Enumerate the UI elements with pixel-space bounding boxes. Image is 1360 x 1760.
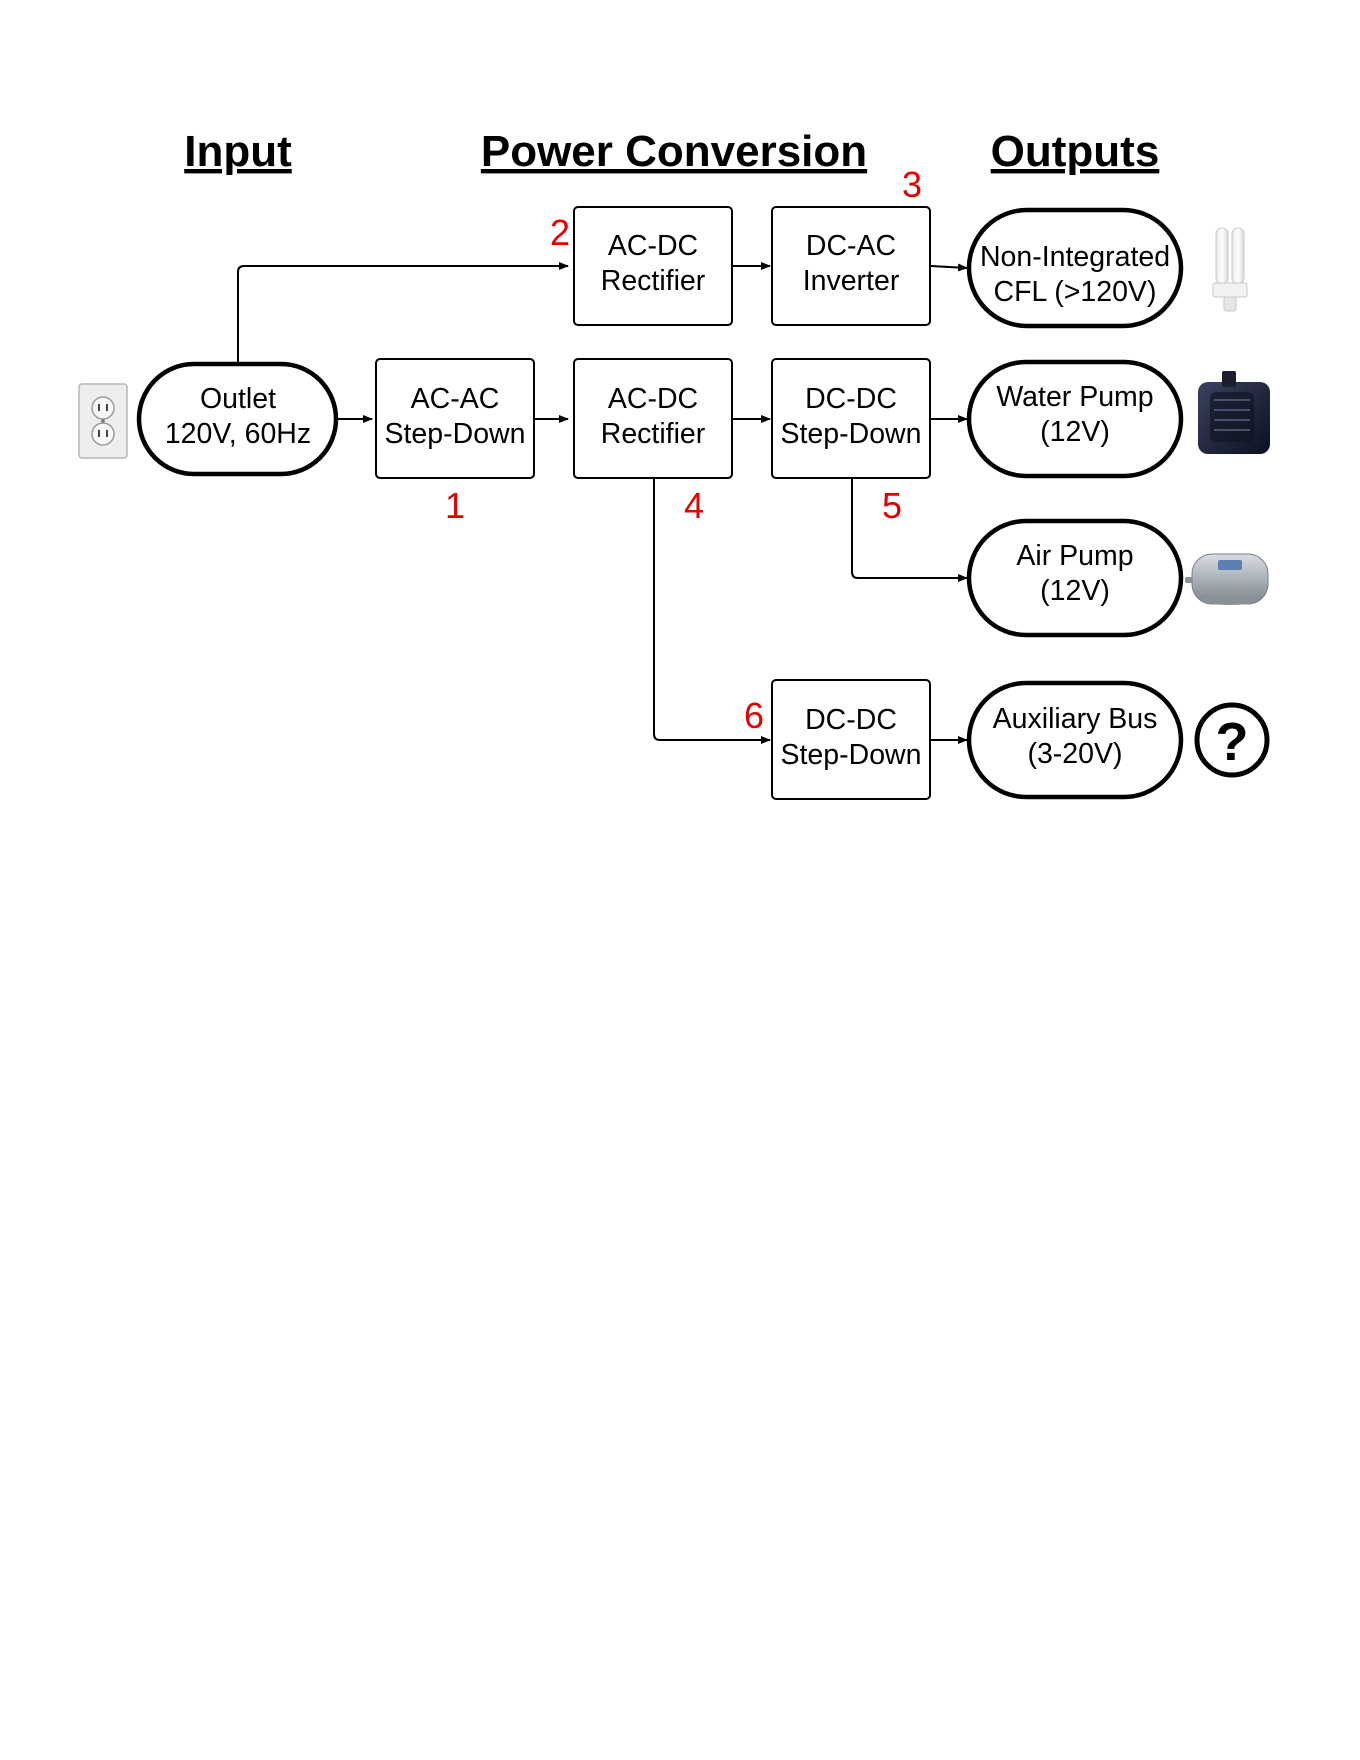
wire-inverter-to-cfl: [930, 263, 968, 272]
wall-outlet-icon: [78, 383, 128, 459]
dc-dc-stepdown-bottom-block: DC-DC Step-Down: [771, 679, 931, 800]
stage-number-3: 3: [902, 164, 922, 205]
header-outputs: Outputs: [991, 127, 1160, 176]
output-air-pump: Air Pump (12V): [966, 518, 1184, 638]
stage-number-5: 5: [882, 485, 902, 526]
dc-dc-stepdown-mid-line2: Step-Down: [781, 418, 922, 450]
output-aux-bus-line2: (3-20V): [1027, 738, 1122, 770]
output-air-pump-line1: Air Pump: [1016, 540, 1133, 572]
output-cfl-line1: Non-Integrated: [980, 241, 1170, 273]
wire-rectifier-mid-to-stepdown-bottom: [653, 479, 771, 744]
output-air-pump-line2: (12V): [1040, 575, 1110, 607]
header-power-conversion: Power Conversion: [481, 127, 867, 176]
output-cfl-line2: CFL (>120V): [994, 276, 1157, 308]
question-mark-icon: ?: [1194, 702, 1270, 778]
dc-ac-inverter-line2: Inverter: [803, 265, 900, 297]
header-input: Input: [184, 127, 292, 176]
outlet-node: Outlet 120V, 60Hz: [136, 361, 339, 477]
stage-number-1: 1: [445, 485, 465, 526]
dc-dc-stepdown-mid-line1: DC-DC: [805, 383, 897, 415]
water-pump-icon: [1198, 371, 1270, 454]
ac-dc-rectifier-top-line2: Rectifier: [601, 265, 706, 297]
air-pump-icon: [1185, 553, 1269, 605]
output-aux-bus-line1: Auxiliary Bus: [993, 703, 1158, 735]
ac-dc-rectifier-mid-block: AC-DC Rectifier: [573, 358, 733, 479]
output-water-pump-line1: Water Pump: [996, 381, 1153, 413]
output-water-pump: Water Pump (12V): [966, 359, 1184, 479]
ac-dc-rectifier-mid-line1: AC-DC: [608, 383, 698, 415]
outlet-label-line1: Outlet: [200, 383, 276, 415]
dc-ac-inverter-block: DC-AC Inverter: [771, 206, 931, 326]
dc-dc-stepdown-bottom-line2: Step-Down: [781, 739, 922, 771]
stage-number-2: 2: [550, 212, 570, 253]
connection-lines: [237, 262, 968, 744]
dc-ac-inverter-line1: DC-AC: [806, 230, 896, 262]
outlet-label-line2: 120V, 60Hz: [165, 418, 311, 450]
cfl-bulb-icon: [1212, 227, 1248, 312]
stage-number-4: 4: [684, 485, 704, 526]
ac-ac-stepdown-block: AC-AC Step-Down: [375, 358, 535, 479]
ac-dc-rectifier-mid-line2: Rectifier: [601, 418, 706, 450]
ac-ac-stepdown-line2: Step-Down: [385, 418, 526, 450]
question-mark-glyph: ?: [1216, 712, 1249, 772]
stage-number-6: 6: [744, 695, 764, 736]
output-cfl: Non-Integrated CFL (>120V): [966, 207, 1184, 329]
ac-dc-rectifier-top-block: AC-DC Rectifier: [573, 206, 733, 326]
dc-dc-stepdown-bottom-line1: DC-DC: [805, 704, 897, 736]
wire-outlet-to-rectifier-top: [237, 262, 569, 364]
ac-ac-stepdown-line1: AC-AC: [411, 383, 500, 415]
dc-dc-stepdown-mid-block: DC-DC Step-Down: [771, 358, 931, 479]
output-water-pump-line2: (12V): [1040, 416, 1110, 448]
wire-stepdown-mid-to-air-pump: [851, 479, 968, 582]
ac-dc-rectifier-top-line1: AC-DC: [608, 230, 698, 262]
output-auxiliary-bus: Auxiliary Bus (3-20V): [966, 680, 1184, 800]
